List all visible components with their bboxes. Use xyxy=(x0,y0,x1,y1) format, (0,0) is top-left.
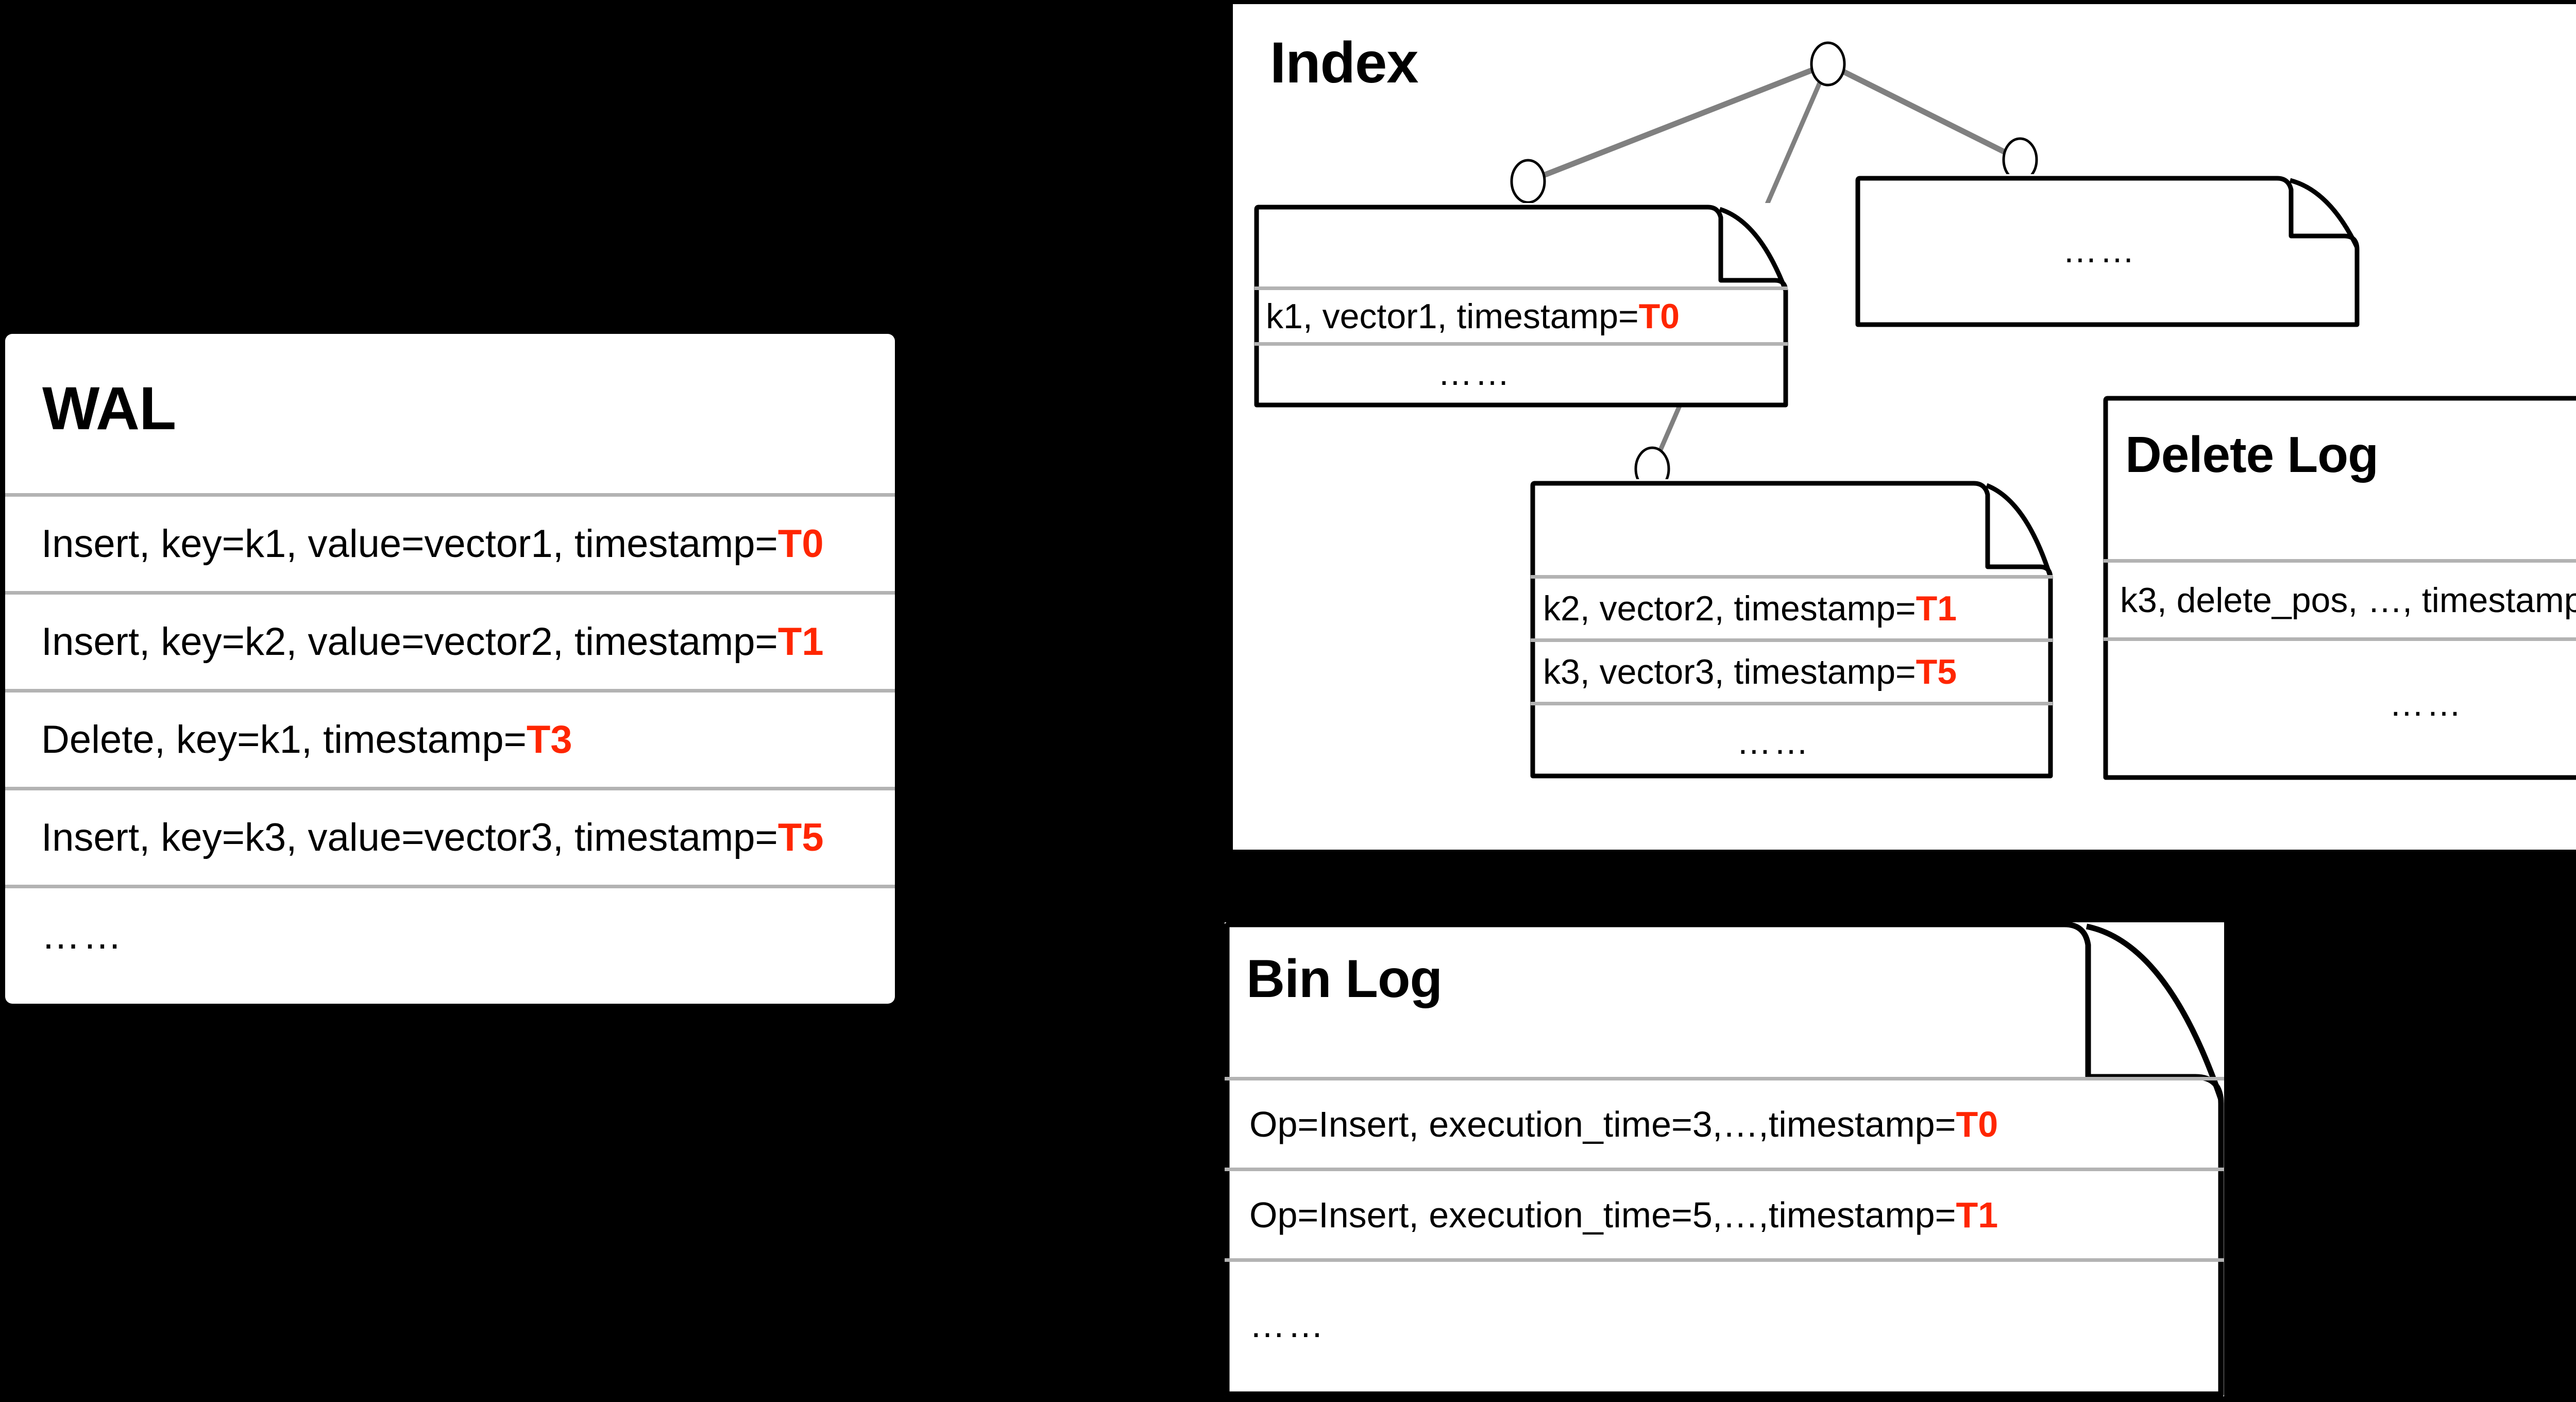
delete-log-document: Delete Log k3, delete_pos, …, timestamp=… xyxy=(2103,394,2576,780)
wal-row: …… xyxy=(5,885,895,983)
index-leaf-k1-rows: k1, vector1, timestamp=T0 …… xyxy=(1255,286,1788,400)
wal-row-timestamp: T1 xyxy=(777,620,824,664)
folded-corner-icon xyxy=(2086,923,2224,1101)
wal-row-timestamp: T3 xyxy=(526,718,572,762)
folded-corner-icon xyxy=(1719,207,1788,292)
index-leaf-row: k1, vector1, timestamp=T0 xyxy=(1255,286,1788,342)
index-leaf-row-timestamp: T5 xyxy=(1916,652,1957,691)
index-leaf-row-timestamp: T1 xyxy=(1916,589,1957,628)
wal-row-list: Insert, key=k1, value=vector1, timestamp… xyxy=(5,493,895,983)
index-leaf-row-text: k1, vector1, timestamp= xyxy=(1266,296,1639,336)
wal-row: Delete, key=k1, timestamp=T3 xyxy=(5,689,895,787)
bin-log-panel: Bin Log Op=Insert, execution_time=3,…,ti… xyxy=(1224,921,2224,1397)
index-leaf-row: k3, vector3, timestamp=T5 xyxy=(1531,638,2053,702)
tree-node-left xyxy=(1510,159,1546,204)
wal-row-text: Insert, key=k2, value=vector2, timestamp… xyxy=(41,620,778,664)
delete-log-title: Delete Log xyxy=(2125,426,2379,483)
bin-log-row: Op=Insert, execution_time=5,…,timestamp=… xyxy=(1225,1168,2224,1258)
delete-log-row: k3, delete_pos, …, timestamp=T3 xyxy=(2104,559,2576,637)
index-leaf-row: k2, vector2, timestamp=T1 xyxy=(1531,575,2053,638)
index-leaf-row-text: k2, vector2, timestamp= xyxy=(1543,589,1916,628)
index-leaf-row-ellipsis: …… xyxy=(1736,722,1811,762)
index-leaf-row: …… xyxy=(1255,342,1788,400)
bin-log-row-timestamp: T0 xyxy=(1956,1104,1998,1144)
index-leaf-row-text: k3, vector3, timestamp= xyxy=(1543,652,1916,691)
wal-row-timestamp: T5 xyxy=(777,816,824,859)
tree-edge-root-left xyxy=(1527,61,1829,184)
delete-log-row-ellipsis: …… xyxy=(2389,684,2464,723)
delete-log-row-text: k3, delete_pos, …, timestamp= xyxy=(2120,580,2576,620)
index-leaf-document-ellipsis: …… xyxy=(1855,174,2360,327)
index-leaf-document-k1: k1, vector1, timestamp=T0 …… xyxy=(1254,203,1788,408)
index-leaf-row-ellipsis: …… xyxy=(2062,231,2137,270)
wal-row-text: Insert, key=k1, value=vector1, timestamp… xyxy=(41,522,778,566)
wal-row: Insert, key=k1, value=vector1, timestamp… xyxy=(5,493,895,591)
bin-log-row: Op=Insert, execution_time=3,…,timestamp=… xyxy=(1225,1077,2224,1168)
wal-panel: WAL Insert, key=k1, value=vector1, times… xyxy=(5,334,895,1004)
tree-node-root xyxy=(1810,41,1846,87)
bin-log-row-timestamp: T1 xyxy=(1956,1194,1998,1235)
index-leaf-k2-k3-rows: k2, vector2, timestamp=T1 k3, vector3, t… xyxy=(1531,575,2053,778)
wal-title: WAL xyxy=(42,375,176,443)
wal-row-text: Insert, key=k3, value=vector3, timestamp… xyxy=(41,816,778,859)
bin-log-rows: Op=Insert, execution_time=3,…,timestamp=… xyxy=(1225,1077,2224,1387)
index-title: Index xyxy=(1270,30,1419,95)
bin-log-row-ellipsis: …… xyxy=(1249,1304,1326,1345)
tree-edge-root-right xyxy=(1826,61,2022,162)
bin-log-title: Bin Log xyxy=(1246,949,1443,1009)
wal-row-ellipsis: …… xyxy=(41,914,125,957)
index-leaf-row: …… xyxy=(1531,702,2053,778)
bin-log-row: …… xyxy=(1225,1258,2224,1387)
delete-log-row: …… xyxy=(2104,637,2576,766)
wal-row: Insert, key=k3, value=vector3, timestamp… xyxy=(5,787,895,885)
bin-log-row-text: Op=Insert, execution_time=3,…,timestamp= xyxy=(1249,1104,1956,1144)
index-leaf-row-timestamp: T0 xyxy=(1638,296,1680,336)
folded-corner-icon xyxy=(1986,483,2053,578)
index-leaf-document-k2-k3: k2, vector2, timestamp=T1 k3, vector3, t… xyxy=(1530,479,2053,779)
wal-row: Insert, key=k2, value=vector2, timestamp… xyxy=(5,591,895,689)
index-leaf-row-ellipsis: …… xyxy=(1437,353,1512,393)
wal-row-timestamp: T0 xyxy=(777,522,824,566)
index-leaf-row: …… xyxy=(1856,174,2359,327)
index-leaf-ellipsis-rows: …… xyxy=(1856,174,2359,327)
bin-log-row-text: Op=Insert, execution_time=5,…,timestamp= xyxy=(1249,1194,1956,1235)
index-panel: Index k1, vector1, timestamp=T0 …… xyxy=(1233,4,2576,850)
delete-log-rows: k3, delete_pos, …, timestamp=T3 …… xyxy=(2104,559,2576,766)
wal-row-text: Delete, key=k1, timestamp= xyxy=(41,718,527,762)
